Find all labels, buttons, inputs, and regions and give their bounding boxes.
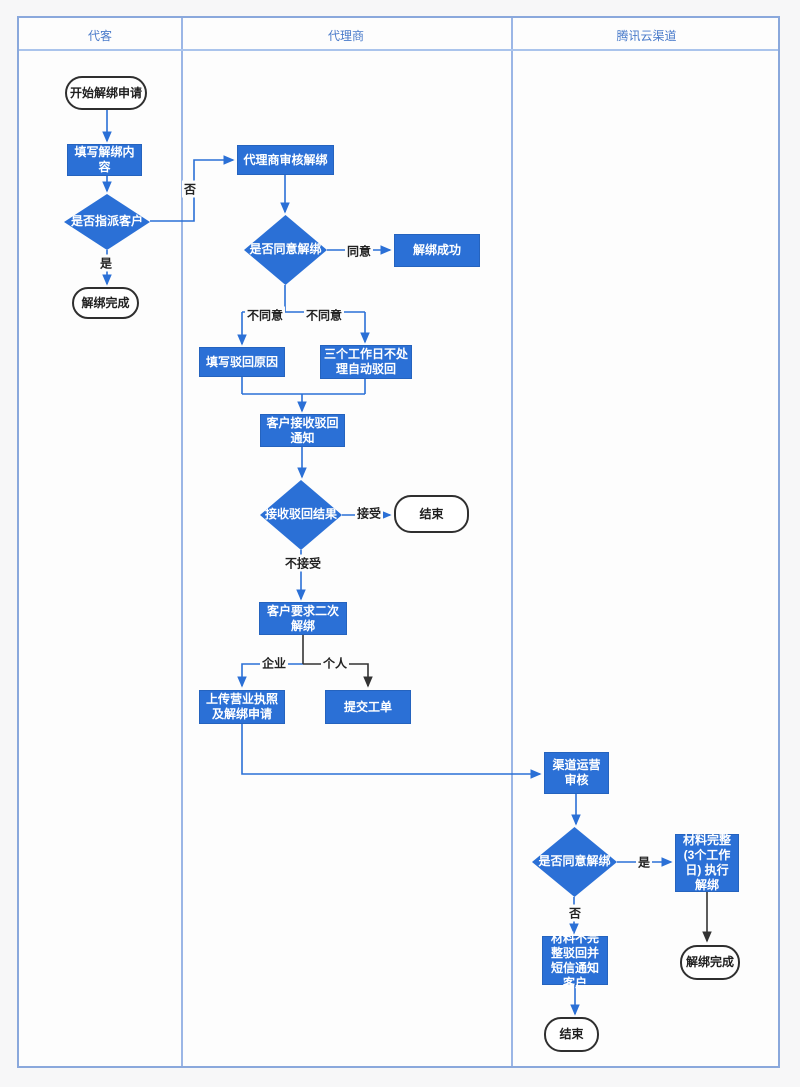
edge-label-yes-1: 是 — [97, 254, 115, 272]
node-end-channel-lane[interactable]: 结束 — [544, 1017, 599, 1052]
node-end-agent-lane[interactable]: 结束 — [394, 495, 469, 533]
node-material-incomplete-notify[interactable]: 材料不完整驳回并短信通知客户 — [542, 931, 608, 990]
edge-label-disagree-right: 不同意 — [303, 306, 345, 324]
node-unbind-done-channel[interactable]: 解绑完成 — [680, 945, 740, 980]
node-upload-license-and-apply[interactable]: 上传营业执照及解绑申请 — [199, 690, 285, 724]
lane-header-tencent-channel: 腾讯云渠道 — [616, 29, 677, 43]
blue-edges — [102, 110, 673, 1016]
edge-label-no-2: 否 — [566, 904, 584, 922]
node-agent-review-unbind[interactable]: 代理商审核解绑 — [237, 145, 334, 175]
node-customer-second-unbind-request[interactable]: 客户要求二次解绑 — [259, 602, 347, 635]
edge-label-disagree-left: 不同意 — [244, 306, 286, 324]
node-auto-reject-3-workdays[interactable]: 三个工作日不处理自动驳回 — [320, 345, 412, 379]
node-material-complete-execute[interactable]: 材料完整 (3个工作 日) 执行 解绑 — [675, 833, 739, 892]
node-submit-ticket[interactable]: 提交工单 — [325, 690, 411, 724]
node-unbind-done[interactable]: 解绑完成 — [72, 287, 139, 319]
lane-header-customer: 代客 — [87, 29, 112, 43]
black-edges — [302, 635, 712, 943]
edge-label-not-accept: 不接受 — [282, 554, 324, 572]
lane-header-agent: 代理商 — [327, 29, 364, 43]
edge-label-personal: 个人 — [320, 654, 350, 672]
edge-upload-to-channel-review — [241, 724, 542, 779]
edge-label-agree: 同意 — [344, 242, 374, 260]
lane-header-underline — [19, 49, 778, 51]
node-fill-reject-reason[interactable]: 填写驳回原因 — [199, 347, 285, 377]
lane-divider-1 — [181, 18, 183, 1066]
node-channel-ops-review[interactable]: 渠道运营审核 — [544, 752, 609, 794]
edge-label-no-1: 否 — [181, 180, 199, 198]
edge-label-accept: 接受 — [354, 504, 384, 522]
node-customer-receive-reject-notice[interactable]: 客户接收驳回通知 — [260, 414, 345, 447]
lane-divider-2 — [511, 18, 513, 1066]
edge-merge — [241, 377, 366, 395]
edge-label-yes-2: 是 — [635, 853, 653, 871]
node-fill-unbind-content[interactable]: 填写解绑内容 — [67, 144, 142, 176]
flowchart-canvas: 代客 代理商 腾讯云渠道 — [17, 16, 780, 1068]
node-unbind-success[interactable]: 解绑成功 — [394, 234, 480, 267]
edge-label-enterprise: 企业 — [259, 654, 289, 672]
node-start-unbind-request[interactable]: 开始解绑申请 — [65, 76, 147, 110]
